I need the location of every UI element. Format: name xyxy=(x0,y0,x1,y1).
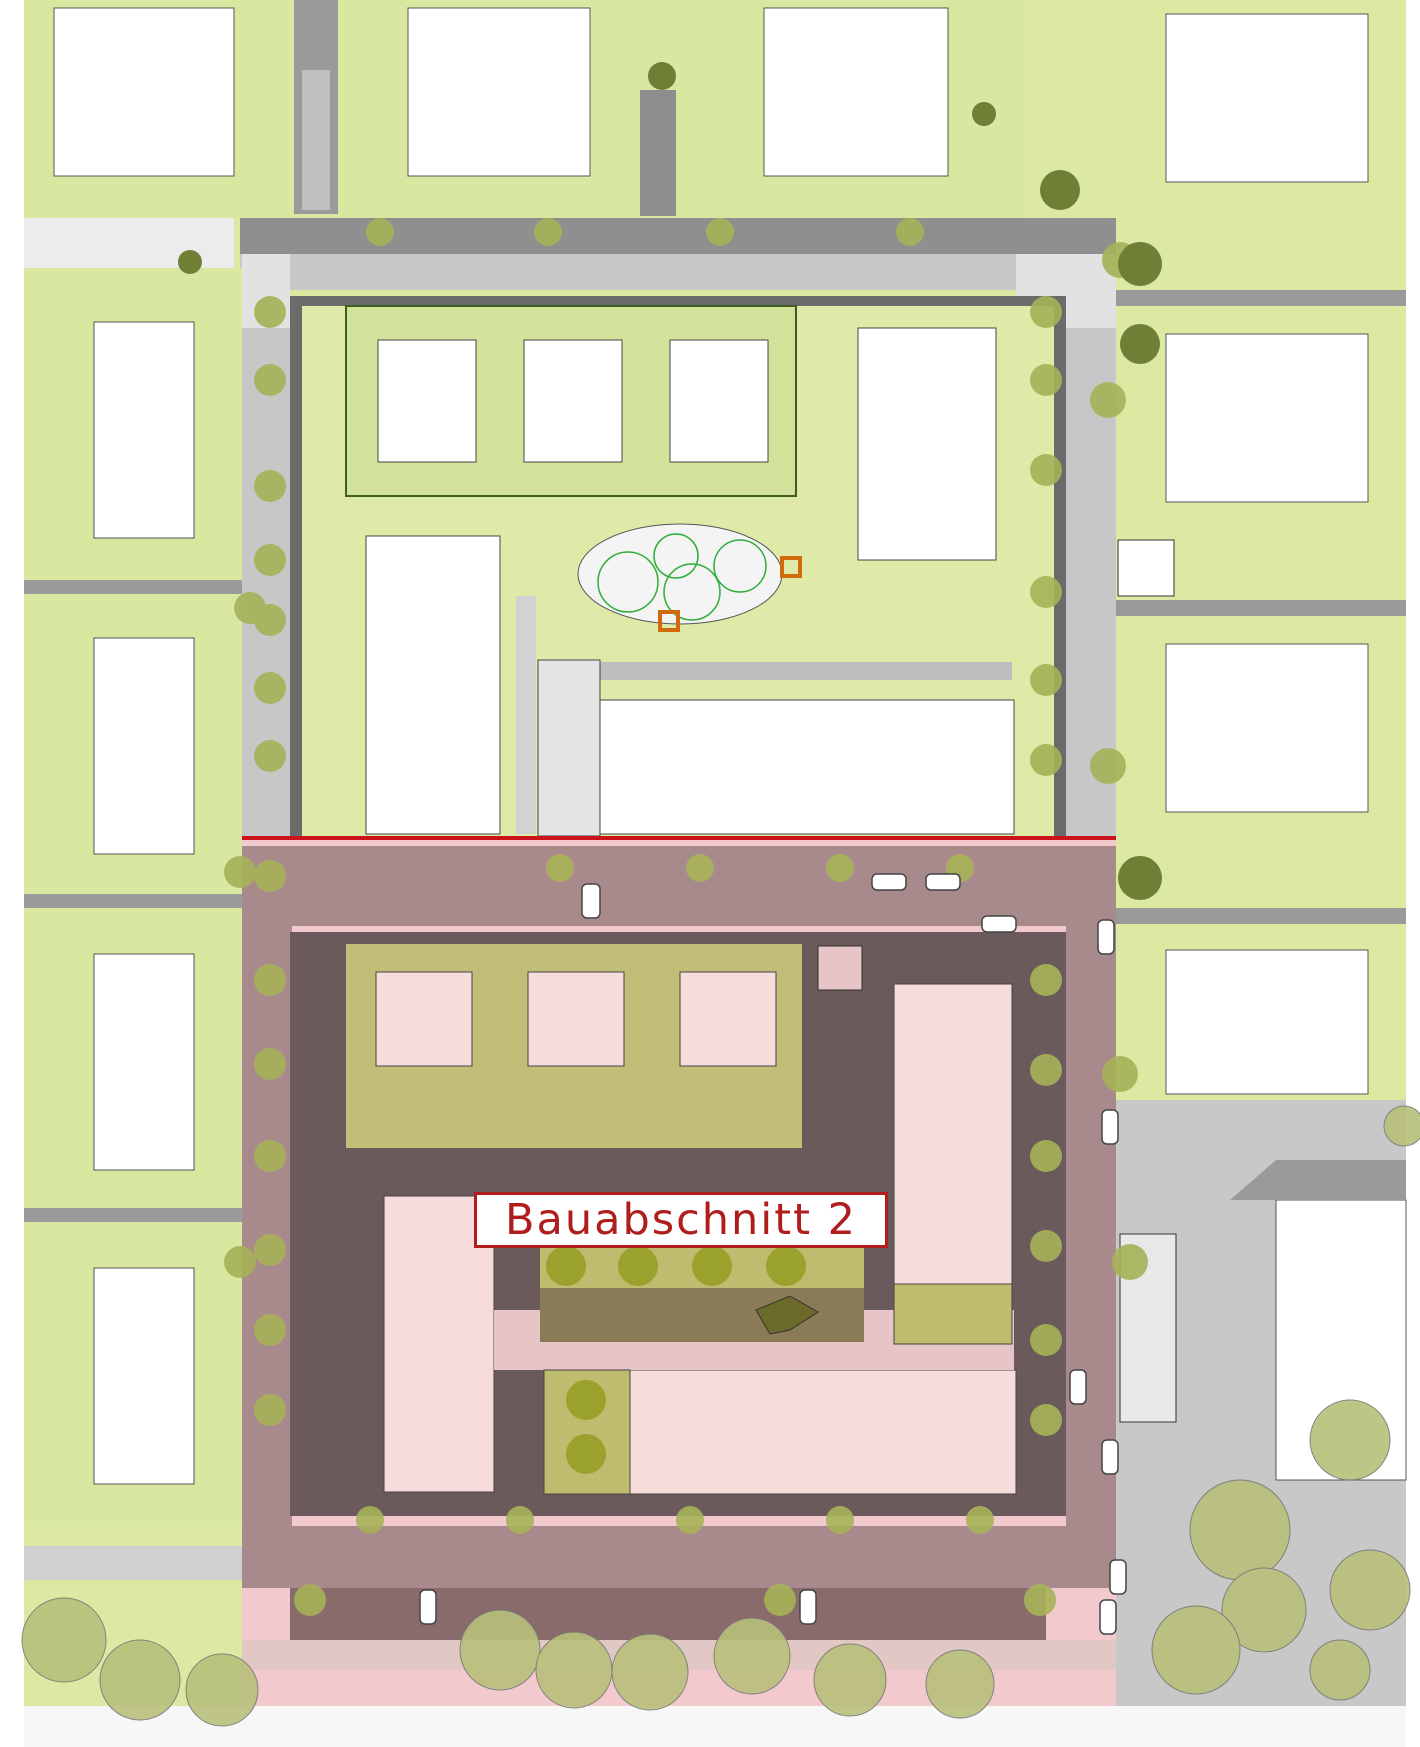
bottom-path-curve xyxy=(24,1546,242,1580)
lower-building-bottom xyxy=(629,1369,1017,1495)
top-driveway xyxy=(640,90,676,216)
phase2-road-top xyxy=(242,846,1116,926)
lower-right-terrace xyxy=(893,1283,1013,1345)
top-building-3 xyxy=(763,7,949,177)
lower-stairs xyxy=(817,945,863,991)
right-path-2 xyxy=(1116,600,1406,616)
right-building-1 xyxy=(1165,13,1369,183)
upper-corridor xyxy=(538,662,1012,680)
lower-building-right xyxy=(893,983,1013,1285)
court-tree-4 xyxy=(766,1246,806,1286)
phase-label-text: Bauabschnitt 2 xyxy=(505,1195,857,1245)
court-tree-6 xyxy=(566,1434,606,1474)
play-circle-1 xyxy=(597,551,659,613)
play-marker-2 xyxy=(658,610,680,632)
upper-building-bottom xyxy=(599,699,1015,835)
play-circle-3 xyxy=(653,533,699,579)
top-road-edge xyxy=(240,254,1116,290)
dark-trees xyxy=(178,62,1162,900)
left-margin xyxy=(0,0,24,1747)
right-building-4 xyxy=(1165,949,1369,1095)
bottom-white xyxy=(24,1706,1406,1747)
upper-house-2 xyxy=(523,339,623,463)
right-lower-ramp xyxy=(1230,1160,1406,1200)
left-building-3 xyxy=(93,953,195,1171)
top-path-1-inner xyxy=(302,70,330,210)
phase-label: Bauabschnitt 2 xyxy=(474,1192,888,1248)
phase2-road-left xyxy=(242,926,292,1526)
top-building-2 xyxy=(407,7,591,177)
left-lawn-gap-3 xyxy=(24,1208,242,1222)
play-circle-4 xyxy=(713,539,767,593)
upper-house-3 xyxy=(669,339,769,463)
right-path-3 xyxy=(1116,908,1406,924)
right-sidewalk xyxy=(1066,254,1116,840)
upper-walkway xyxy=(516,596,536,834)
left-building-4 xyxy=(93,1267,195,1485)
left-lawn-gap-2 xyxy=(24,894,242,908)
right-stairs xyxy=(1117,539,1175,597)
left-lawn-gap-1 xyxy=(24,580,242,594)
court-star xyxy=(755,1295,819,1335)
play-marker-1 xyxy=(780,556,802,578)
court-tree-2 xyxy=(618,1246,658,1286)
right-path-1 xyxy=(1116,290,1406,306)
right-margin xyxy=(1406,0,1420,1747)
playground xyxy=(577,523,783,625)
parked-cars xyxy=(419,873,1127,1635)
large-trees xyxy=(21,1105,1420,1727)
right-building-3 xyxy=(1165,643,1369,813)
street-trees xyxy=(224,218,1148,1616)
top-lot xyxy=(24,218,234,268)
court-tree-3 xyxy=(692,1246,732,1286)
lower-house-3 xyxy=(679,971,777,1067)
phase2-road-right xyxy=(1066,926,1116,1526)
court-tree-1 xyxy=(546,1246,586,1286)
top-building-1 xyxy=(53,7,235,177)
phase2-road-bottom xyxy=(242,1526,1116,1588)
court-tree-5 xyxy=(566,1380,606,1420)
left-building-1 xyxy=(93,321,195,539)
upper-building-right xyxy=(857,327,997,561)
lower-house-1 xyxy=(375,971,473,1067)
left-building-2 xyxy=(93,637,195,855)
right-building-2 xyxy=(1165,333,1369,503)
lower-house-2 xyxy=(527,971,625,1067)
upper-building-left xyxy=(365,535,501,835)
upper-house-1 xyxy=(377,339,477,463)
upper-ramp xyxy=(537,659,601,837)
play-circle-2 xyxy=(663,563,721,621)
